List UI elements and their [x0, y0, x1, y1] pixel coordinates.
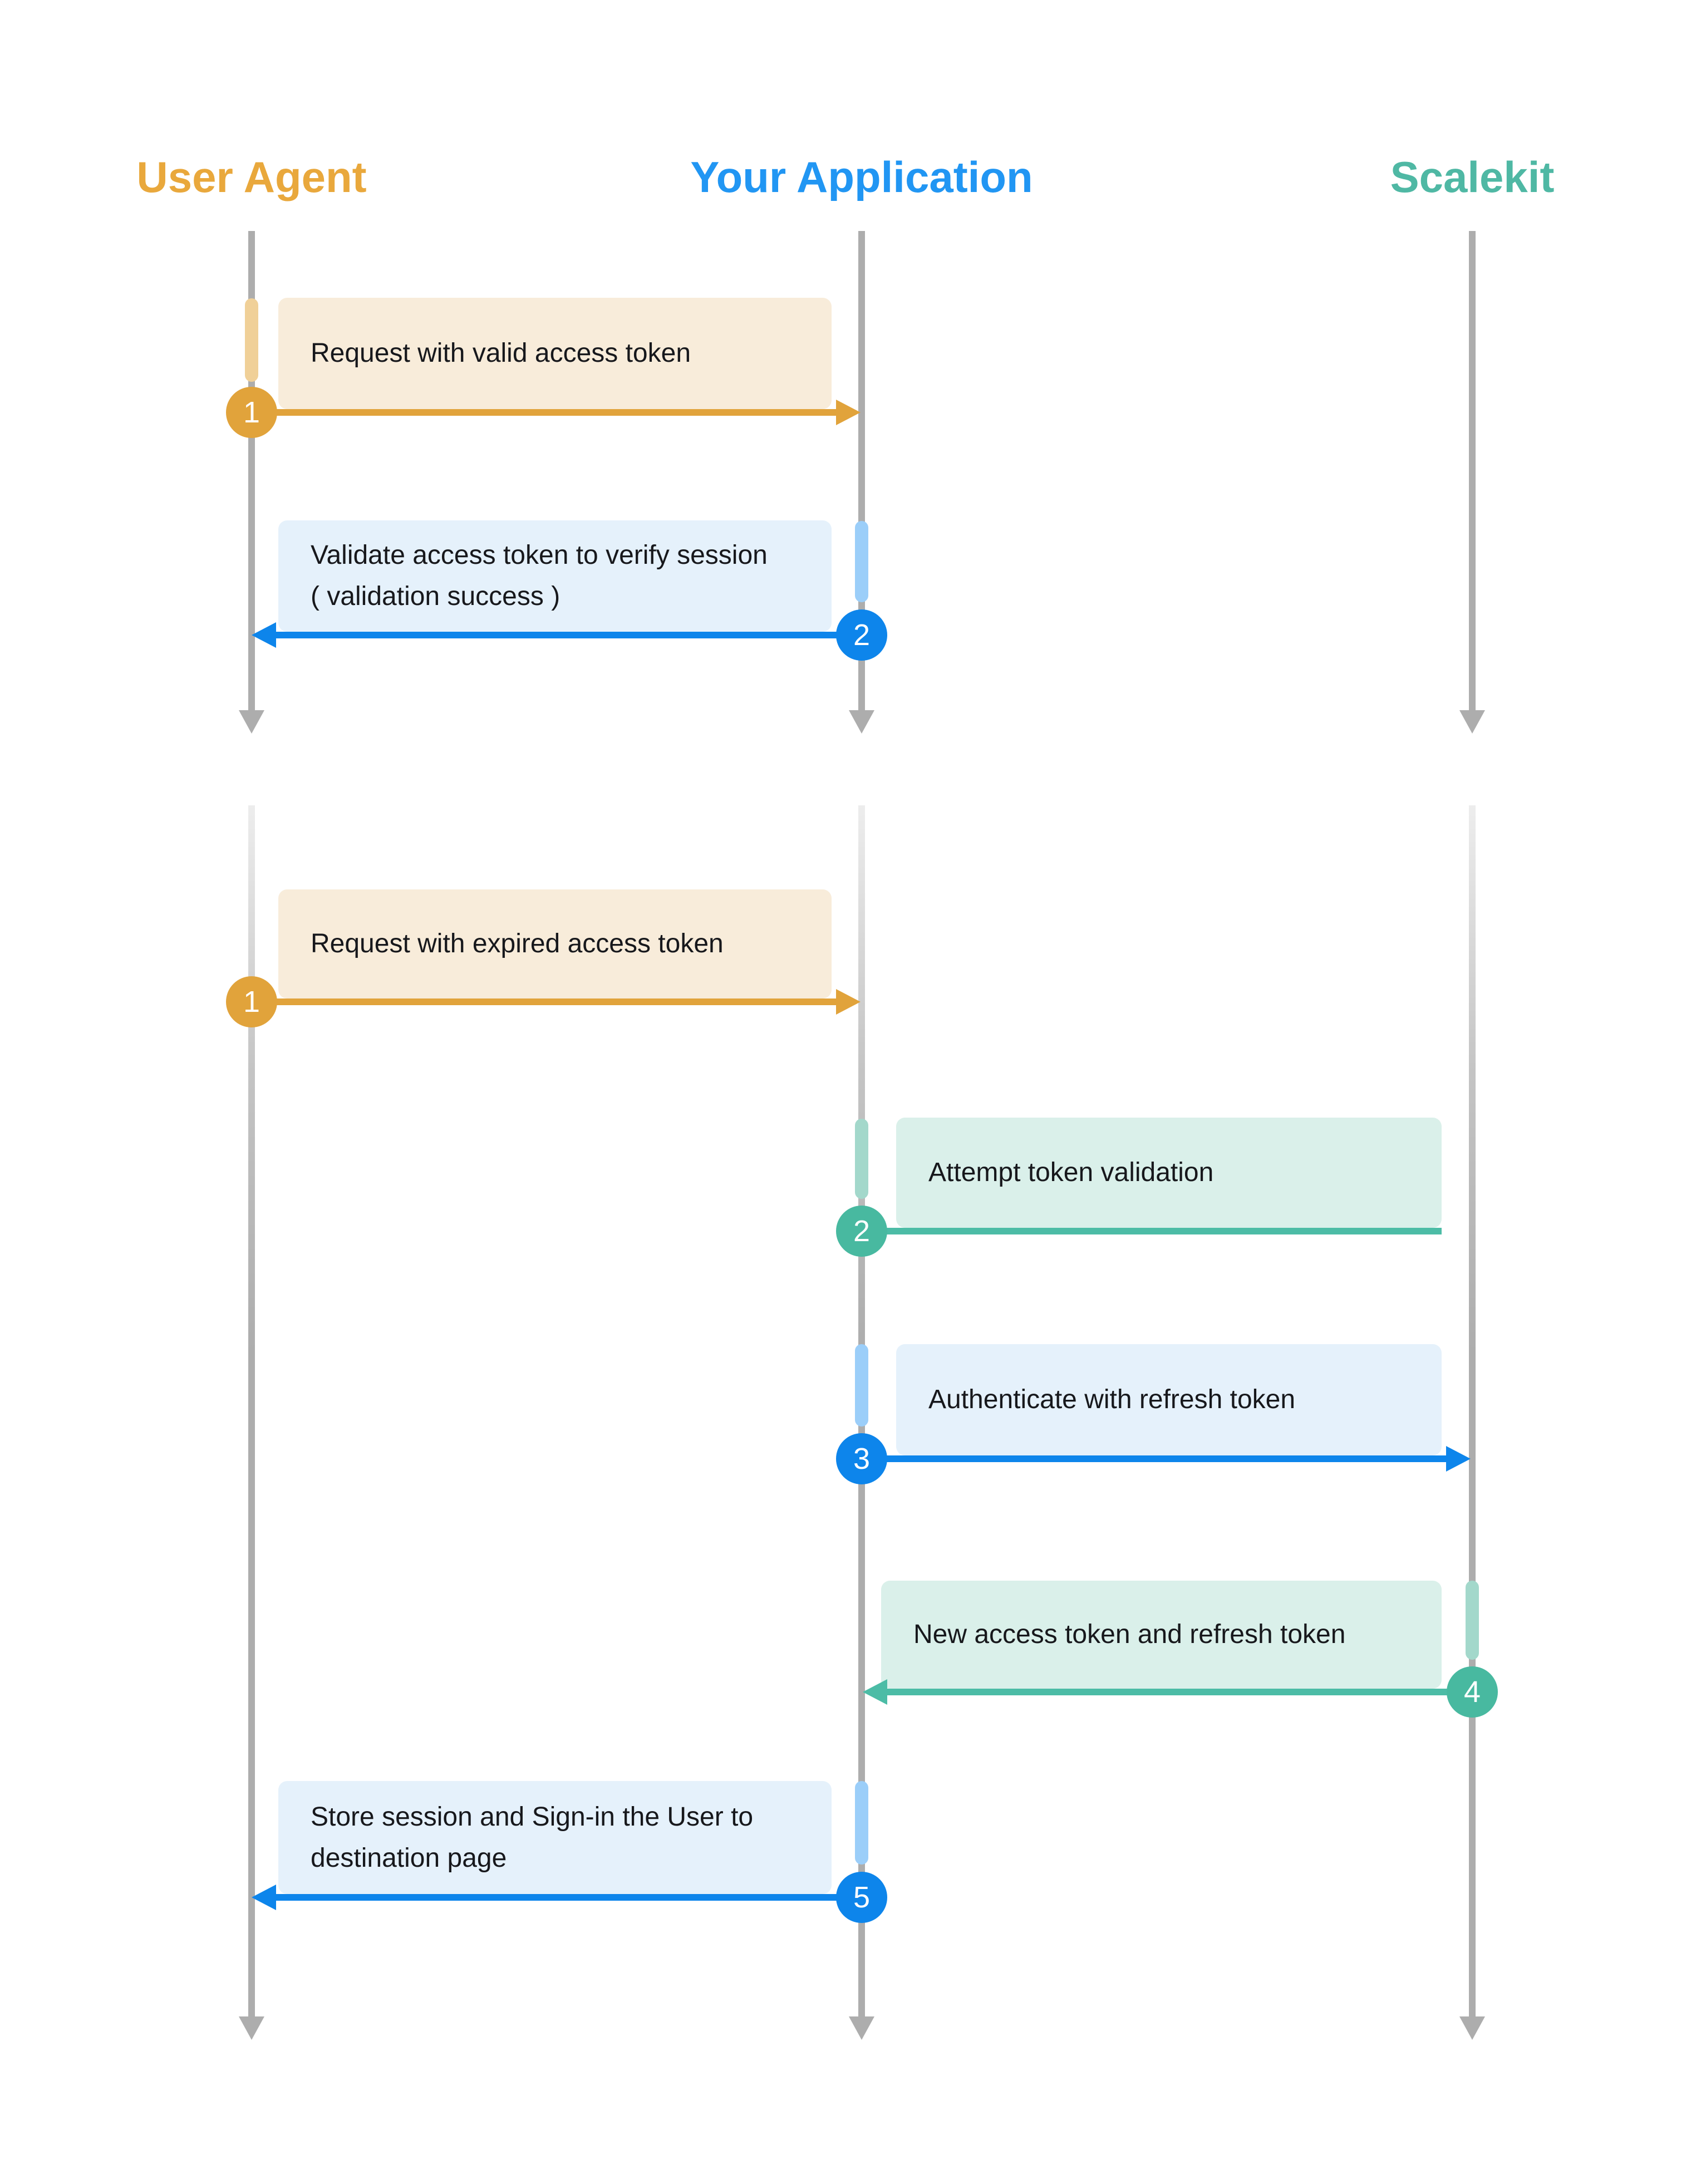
lifeline-arrowhead-icon [1459, 2016, 1485, 2040]
message-text: Request with expired access token [311, 929, 724, 958]
step-number: 2 [853, 1214, 871, 1248]
message-text: ( validation success ) [311, 582, 561, 611]
message-box: Authenticate with refresh token [896, 1344, 1442, 1455]
activation-bar-application [855, 521, 868, 602]
message-box: New access token and refresh token [881, 1581, 1442, 1689]
step-badge: 2 [836, 1206, 887, 1257]
step-badge: 1 [226, 976, 277, 1027]
message-arrow [252, 998, 836, 1005]
lifeline-arrowhead-icon [1459, 710, 1485, 734]
activation-bar-application [855, 1781, 868, 1865]
message-text: Attempt token validation [928, 1158, 1214, 1187]
actor-label-user-agent: User Agent [136, 153, 367, 201]
arrowhead-right-icon [1446, 1446, 1471, 1472]
message-box: Attempt token validation [896, 1118, 1442, 1228]
message-text: Validate access token to verify session [311, 540, 768, 570]
message-text: Authenticate with refresh token [928, 1385, 1296, 1414]
step-badge: 2 [836, 609, 887, 661]
message-box: Request with expired access token [278, 889, 832, 998]
activation-bar-user-agent [245, 298, 258, 382]
self-message-line [862, 1228, 1442, 1234]
lifeline-arrowhead-icon [239, 2016, 264, 2040]
lifeline-arrowhead-icon [849, 2016, 874, 2040]
message-arrow [276, 1894, 862, 1901]
activation-bar-application [855, 1344, 868, 1427]
message-text: New access token and refresh token [913, 1620, 1346, 1649]
lifeline-user-agent-section2 [248, 805, 255, 2018]
arrowhead-right-icon [836, 989, 861, 1015]
message-text: Store session and Sign-in the User to [311, 1802, 754, 1832]
step-number: 1 [243, 396, 260, 429]
step-badge: 1 [226, 387, 277, 438]
step-number: 5 [853, 1881, 871, 1914]
step-number: 4 [1463, 1675, 1481, 1709]
message-arrow [862, 1455, 1446, 1462]
message-box: Validate access token to verify session … [278, 520, 832, 632]
step-number: 3 [853, 1442, 871, 1475]
message-box: Store session and Sign-in the User to de… [278, 1781, 832, 1894]
message-box: Request with valid access token [278, 298, 832, 409]
message-arrow [276, 632, 862, 638]
message-text: Request with valid access token [311, 338, 691, 368]
actor-label-scalekit: Scalekit [1390, 153, 1555, 201]
message-arrow [887, 1689, 1472, 1695]
lifeline-arrowhead-icon [239, 710, 264, 734]
activation-bar-scalekit [1466, 1581, 1479, 1660]
message-arrow [252, 409, 836, 416]
arrowhead-left-icon [252, 622, 276, 648]
actor-label-your-application: Your Application [690, 153, 1033, 201]
lifeline-scalekit-section1 [1469, 231, 1476, 711]
activation-bar-application [855, 1119, 868, 1199]
step-number: 2 [853, 618, 871, 652]
step-badge: 3 [836, 1433, 887, 1484]
step-badge: 5 [836, 1872, 887, 1923]
message-text: destination page [311, 1843, 507, 1873]
lifeline-arrowhead-icon [849, 710, 874, 734]
arrowhead-left-icon [252, 1885, 276, 1910]
arrowhead-left-icon [863, 1679, 887, 1705]
arrowhead-right-icon [836, 400, 861, 425]
step-number: 1 [243, 985, 260, 1019]
step-badge: 4 [1447, 1666, 1498, 1718]
lifeline-scalekit-section2 [1469, 805, 1476, 2018]
